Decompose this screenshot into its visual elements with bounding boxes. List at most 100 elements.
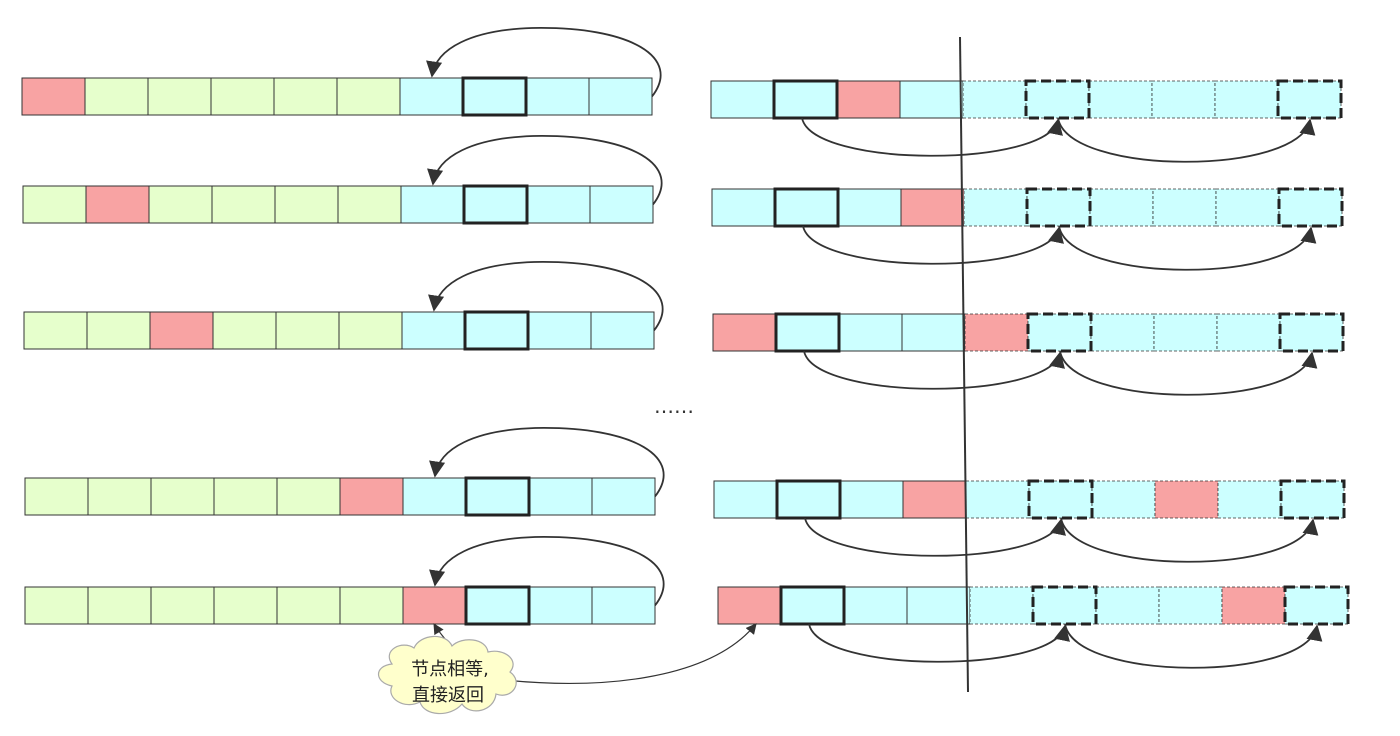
list-node-cyan [838, 313, 903, 352]
cycle-arrow [426, 27, 662, 98]
list-node-red [339, 477, 404, 516]
meeting-node-highlight [463, 310, 530, 351]
list-node-green [150, 477, 215, 516]
start-node-highlight [772, 79, 839, 120]
list-node-green [86, 311, 151, 350]
list-node-green [22, 185, 87, 224]
callout-line-1: 节点相等, [411, 659, 489, 680]
left-row-3 [23, 261, 664, 351]
list-node-red [21, 77, 86, 116]
meeting-node-highlight [464, 476, 531, 517]
jump-arrow [1060, 517, 1319, 563]
list-node-cyan [1153, 313, 1218, 352]
list-node-cyan [839, 480, 904, 519]
list-node-cyan [962, 80, 1027, 119]
list-node-green [87, 477, 152, 516]
list-node-cyan [906, 586, 971, 625]
divider-line [959, 36, 969, 693]
jump-arrow [801, 117, 1063, 157]
virtual-node-highlight [1024, 79, 1091, 120]
list-node-green [273, 77, 338, 116]
callout-arrow-right [485, 623, 757, 684]
list-node-cyan [527, 311, 592, 350]
list-node-green [213, 477, 278, 516]
list-node-green [276, 586, 341, 625]
virtual-node-highlight [1025, 187, 1092, 228]
jump-arrow [1057, 117, 1316, 163]
right-row-3 [712, 312, 1345, 396]
list-node-cyan [465, 477, 530, 516]
start-node-highlight [779, 585, 846, 626]
list-node-cyan [400, 185, 465, 224]
left-row-5 [24, 536, 665, 626]
list-node-cyan [1278, 188, 1343, 227]
right-rows [710, 79, 1350, 669]
list-node-cyan [1215, 188, 1280, 227]
list-node-cyan [1088, 80, 1153, 119]
jump-arrow [803, 350, 1065, 390]
list-node-green [24, 586, 89, 625]
list-node-red [900, 188, 965, 227]
list-node-cyan [528, 586, 593, 625]
list-node-cyan [525, 77, 590, 116]
list-node-red [1221, 586, 1286, 625]
jump-arrow [1064, 623, 1323, 669]
list-node-cyan [464, 311, 529, 350]
left-row-1 [21, 27, 662, 117]
list-node-green [87, 586, 152, 625]
list-node-green [337, 185, 402, 224]
list-node-cyan [837, 188, 902, 227]
ellipsis-text: …… [654, 394, 694, 418]
list-node-green [210, 77, 275, 116]
jump-arrow [802, 225, 1064, 265]
list-node-cyan [1158, 586, 1223, 625]
list-node-green [24, 477, 89, 516]
list-node-red [836, 80, 901, 119]
list-node-cyan [1032, 586, 1097, 625]
list-node-green [147, 77, 212, 116]
list-node-green [211, 185, 276, 224]
virtual-node-highlight [1026, 312, 1093, 353]
list-node-green [150, 586, 215, 625]
left-rows [21, 27, 665, 626]
list-node-cyan [526, 185, 591, 224]
virtual-node-highlight [1276, 79, 1343, 120]
list-node-cyan [1151, 80, 1216, 119]
cycle-arrow [429, 427, 665, 498]
meeting-node-highlight [464, 585, 531, 626]
virtual-node-highlight [1278, 312, 1345, 353]
list-node-cyan [1216, 313, 1281, 352]
list-node-cyan [1284, 586, 1349, 625]
left-row-4 [24, 427, 665, 517]
list-node-red [902, 480, 967, 519]
list-node-green [338, 311, 403, 350]
list-node-green [23, 311, 88, 350]
list-node-cyan [963, 188, 1028, 227]
list-node-red [149, 311, 214, 350]
list-node-cyan [1217, 480, 1282, 519]
cycle-arrow [428, 261, 664, 332]
virtual-node-highlight [1027, 479, 1094, 520]
meeting-node-highlight [462, 184, 529, 225]
jump-arrow [808, 623, 1070, 663]
list-node-green [213, 586, 278, 625]
list-node-cyan [591, 586, 656, 625]
list-node-cyan [711, 188, 776, 227]
list-node-cyan [965, 480, 1030, 519]
left-row-2 [22, 135, 663, 225]
list-node-cyan [588, 77, 653, 116]
meeting-node-highlight [461, 76, 528, 117]
list-node-cyan [901, 313, 966, 352]
virtual-node-highlight [1283, 585, 1350, 626]
start-node-highlight [773, 187, 840, 228]
list-node-cyan [1090, 313, 1155, 352]
list-node-cyan [1095, 586, 1160, 625]
list-node-green [274, 185, 339, 224]
jump-arrow [1059, 350, 1318, 396]
virtual-node-highlight [1277, 187, 1344, 228]
list-node-cyan [773, 80, 838, 119]
callout-cloud: 节点相等, 直接返回 [377, 623, 757, 715]
list-node-green [212, 311, 277, 350]
